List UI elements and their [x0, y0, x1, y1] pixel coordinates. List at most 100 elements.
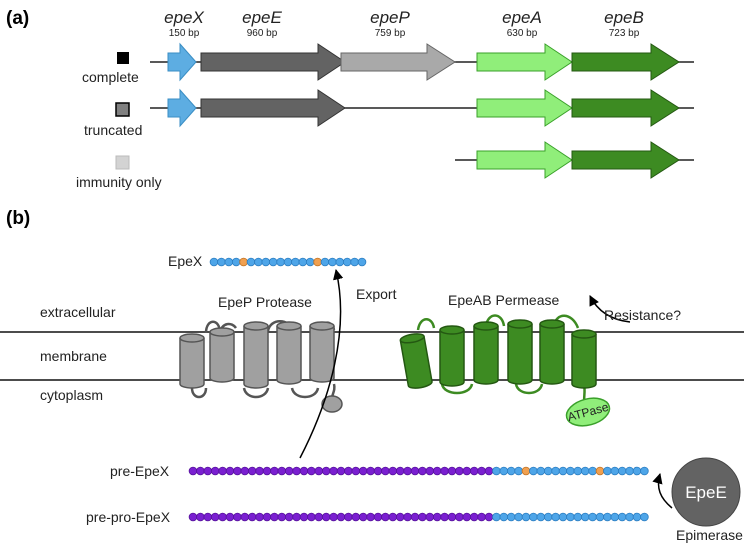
peptide-residue	[492, 512, 501, 522]
peptide-residue	[277, 466, 287, 476]
gene-bp-epex: 150 bp	[169, 28, 200, 39]
peptide-residue	[283, 257, 293, 267]
peptide-residue	[573, 512, 583, 522]
peptide-residue	[196, 512, 205, 522]
peptide-residue	[410, 512, 420, 522]
peptide-residue	[580, 466, 590, 476]
peptide-residue	[603, 512, 612, 522]
peptide-residue	[255, 466, 264, 476]
peptide-residue	[640, 512, 649, 522]
epeab-permease: ATPase	[399, 314, 611, 427]
peptide-residue	[350, 257, 359, 267]
peptide-residue	[477, 512, 486, 522]
gene-arrow-epee	[200, 43, 346, 81]
peptide-residue	[224, 257, 234, 267]
peptide-residue	[543, 466, 553, 476]
gene-arrow-epee-truncated	[200, 89, 346, 127]
epimerase-label: Epimerase	[676, 527, 743, 543]
gene-name-epee: epeE	[242, 8, 282, 27]
peptide-residue	[270, 512, 279, 522]
gene-arrow-epea	[476, 43, 573, 81]
peptide-residue	[335, 257, 345, 267]
gene-arrow-epeb-truncated	[571, 89, 680, 127]
peptide-residue	[247, 512, 257, 522]
peptide-residue	[262, 512, 272, 522]
gene-name-epex: epeX	[164, 8, 204, 27]
operon-row-complete	[150, 42, 694, 82]
operon-row-immunity	[455, 141, 694, 179]
legend-label-truncated: truncated	[84, 122, 142, 138]
peptide-residue	[484, 466, 494, 476]
peptide-residue	[499, 512, 509, 522]
peptide-residue	[395, 512, 405, 522]
peptide-residue	[268, 257, 278, 267]
peptide-residue	[240, 466, 250, 476]
peptide-residue	[373, 512, 383, 522]
legend-swatch-immunity	[115, 155, 130, 170]
peptide-residue	[625, 466, 634, 476]
peptide-residue	[328, 257, 337, 267]
peptide-residue	[231, 257, 241, 267]
peptide-residue	[320, 257, 330, 267]
peptide-residue	[543, 512, 553, 522]
gene-name-epep: epeP	[370, 8, 410, 27]
peptide-residue	[521, 512, 531, 522]
gene-labels: epeX 150 bp epeE 960 bp epeP 759 bp epeA…	[164, 8, 644, 39]
peptide-residue	[595, 466, 605, 476]
epep-protease	[179, 320, 343, 413]
peptide-residue	[336, 466, 346, 476]
peptide-residue	[284, 512, 294, 522]
peptide-residue	[366, 512, 375, 522]
peptide-residue	[276, 257, 285, 267]
peptide-residue	[239, 257, 248, 267]
membrane: extracellular membrane cytoplasm	[0, 304, 744, 403]
peptide-residue	[246, 257, 256, 267]
peptide-residue	[217, 257, 226, 267]
peptide-residue	[218, 512, 227, 522]
gene-bp-epeb: 723 bp	[609, 28, 640, 39]
peptide-residue	[254, 257, 263, 267]
peptide-residue	[329, 512, 338, 522]
peptide-residue	[558, 512, 568, 522]
peptide-residue	[298, 257, 308, 267]
peptide-residue	[321, 512, 331, 522]
gene-arrow-epea-truncated	[476, 89, 573, 127]
peptide-residue	[342, 257, 352, 267]
peptide-residue	[529, 512, 538, 522]
peptide-residue	[358, 466, 368, 476]
peptide-residue	[314, 466, 324, 476]
peptide-residue	[632, 466, 642, 476]
peptide-residue	[240, 512, 250, 522]
layer-label-membrane: membrane	[40, 348, 107, 364]
panel-a-label: (a)	[6, 8, 29, 29]
peptide-residue	[225, 512, 235, 522]
peptide-residue	[551, 466, 560, 476]
legend: complete truncated immunity only	[76, 52, 162, 190]
peptide-residue	[595, 512, 605, 522]
epimerase-arrow	[652, 472, 673, 509]
layer-label-cytoplasm: cytoplasm	[40, 387, 103, 403]
legend-label-immunity: immunity only	[76, 174, 162, 190]
peptide-residue	[447, 466, 457, 476]
peptide-residue	[313, 257, 322, 267]
atpase-domain	[565, 397, 611, 427]
peptide-residue	[632, 512, 642, 522]
peptide-residue	[357, 257, 367, 267]
peptide-residue	[477, 466, 486, 476]
peptide-residue	[277, 512, 287, 522]
peptide-residue	[588, 466, 597, 476]
peptide-residue	[388, 512, 398, 522]
peptide-residue	[395, 466, 405, 476]
epex-peptide-chain	[209, 257, 367, 267]
peptide-residue	[255, 512, 264, 522]
peptide-residue	[299, 512, 309, 522]
peptide-residue	[558, 466, 568, 476]
peptide-residue	[603, 466, 612, 476]
peptide-residue	[462, 512, 472, 522]
peptide-residue	[440, 512, 449, 522]
peptide-residue	[506, 466, 516, 476]
peptide-residue	[610, 512, 620, 522]
peptide-residue	[484, 512, 494, 522]
peptide-residue	[580, 512, 590, 522]
